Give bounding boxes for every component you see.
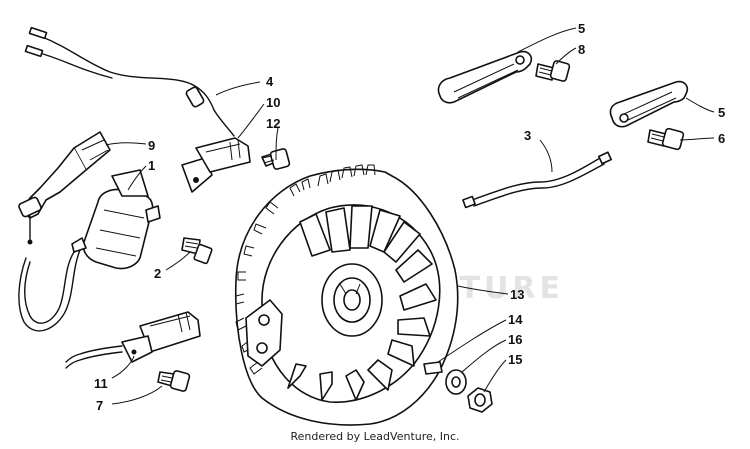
- callout-1: 1: [148, 158, 155, 173]
- callout-10: 10: [266, 95, 280, 110]
- key-part-14: [423, 361, 443, 375]
- nut-part-15: [467, 387, 493, 413]
- screw-part-6: [647, 127, 685, 151]
- callout-11: 11: [94, 376, 108, 391]
- spark-plug-cap-part-9: [18, 131, 111, 245]
- bracket-part-5-upper: [437, 50, 533, 104]
- screw-part-7: [157, 370, 191, 392]
- callout-6: 6: [718, 131, 725, 146]
- ignition-coil-part-1: [71, 169, 161, 270]
- flywheel-part-13: [234, 164, 459, 426]
- callout-8: 8: [578, 42, 585, 57]
- callout-4: 4: [266, 74, 274, 89]
- leader-lines: [105, 27, 715, 405]
- callout-7: 7: [96, 398, 103, 413]
- trigger-sensor-part-11: [65, 311, 201, 369]
- callout-9: 9: [148, 138, 155, 153]
- callout-14: 14: [508, 312, 523, 327]
- callout-13: 13: [510, 287, 524, 302]
- callout-5-upper: 5: [578, 21, 585, 36]
- washer-part-16: [445, 369, 467, 395]
- coil-lead-wire: [18, 249, 81, 332]
- callout-2: 2: [154, 266, 161, 281]
- screw-part-8: [535, 60, 571, 82]
- callout-16: 16: [508, 332, 522, 347]
- lead-wire-part-3: [462, 151, 613, 209]
- bolt-part-2: [181, 237, 213, 265]
- callout-15: 15: [508, 352, 522, 367]
- bracket-part-5-lower: [609, 80, 689, 128]
- callout-3: 3: [524, 128, 531, 143]
- screw-part-12: [261, 148, 291, 170]
- trigger-sensor-part-10: [181, 137, 251, 193]
- footer-credit: Rendered by LeadVenture, Inc.: [290, 430, 460, 443]
- wire-harness-part-4: [24, 26, 235, 137]
- callout-5-lower: 5: [718, 105, 725, 120]
- callout-12: 12: [266, 116, 280, 131]
